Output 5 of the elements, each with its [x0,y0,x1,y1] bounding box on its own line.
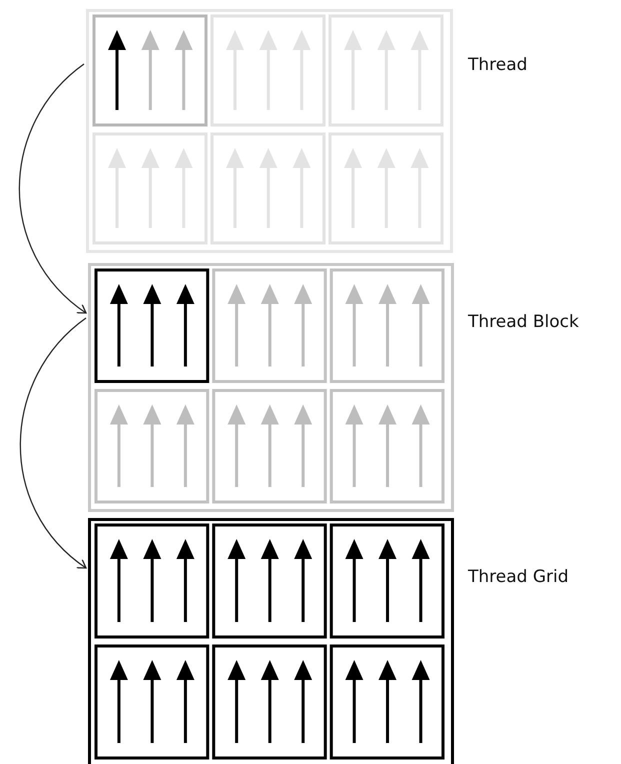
curved-arrow [18,64,87,314]
curved-arrow [20,318,87,569]
level-label: Thread Grid [468,567,569,587]
level-label: Thread Block [468,312,579,332]
level-label: Thread [468,55,528,75]
